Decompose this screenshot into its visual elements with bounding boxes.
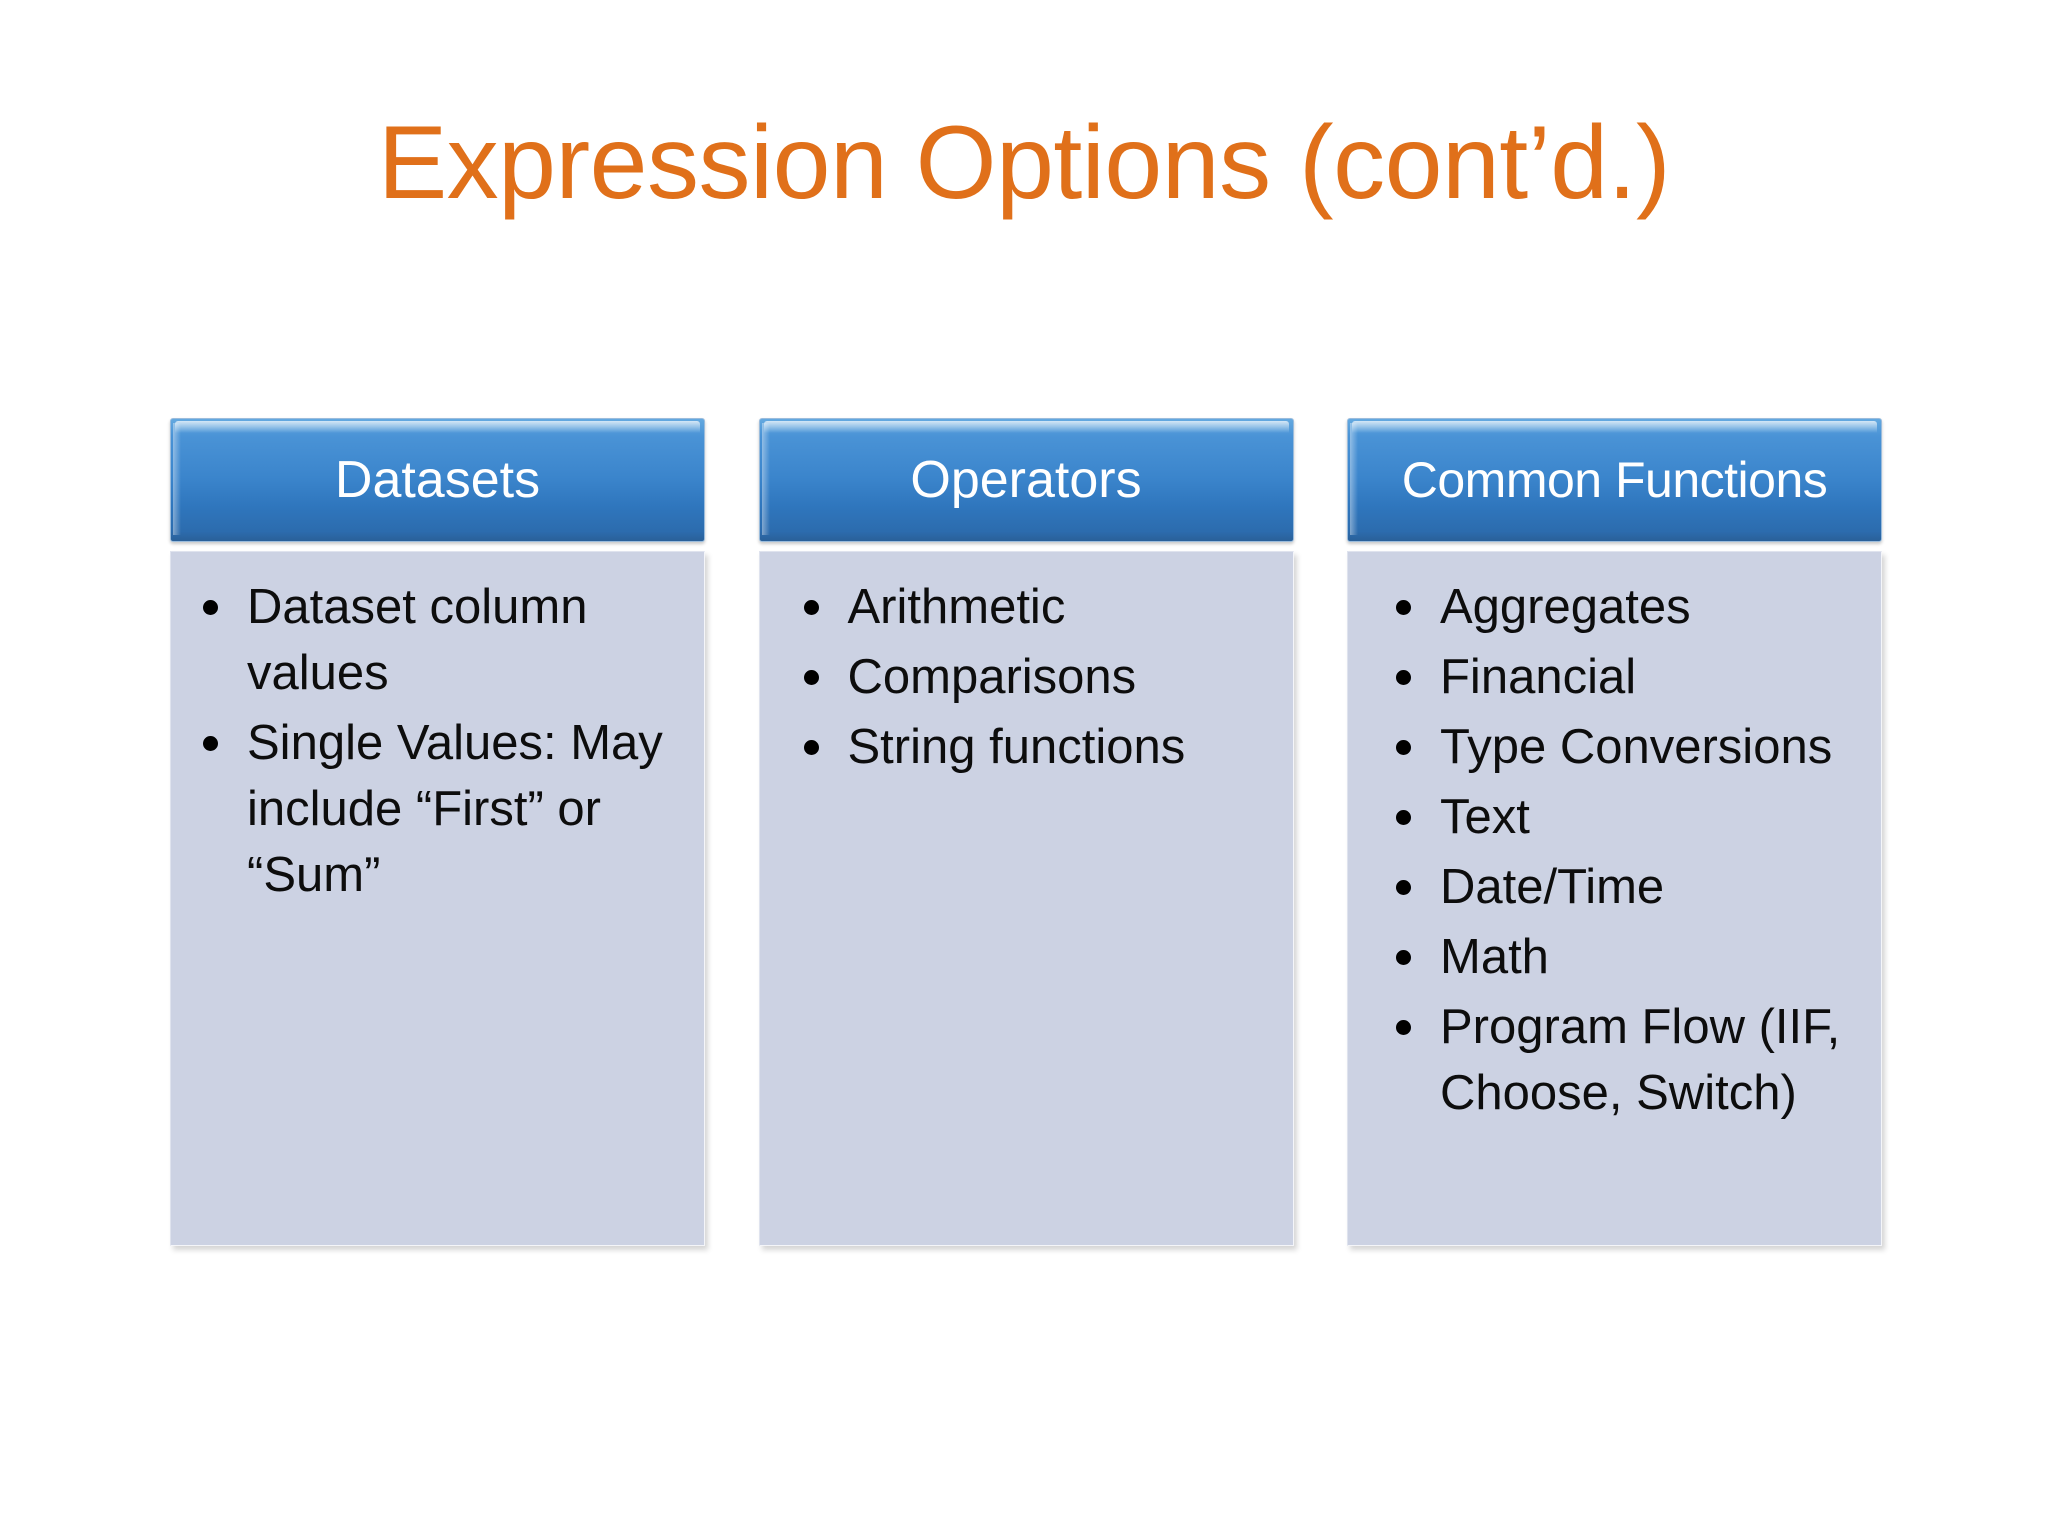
bullet-dot-icon [1396, 1020, 1411, 1035]
card-datasets[interactable]: Datasets Dataset column values Single Va… [170, 418, 705, 1246]
card-operators[interactable]: Operators Arithmetic Comparisons String … [758, 418, 1294, 1246]
list-item: Text [1378, 784, 1863, 850]
bullet-dot-icon [1396, 740, 1411, 755]
list-item-label: Aggregates [1440, 580, 1691, 634]
card-row: Datasets Dataset column values Single Va… [170, 418, 1882, 1246]
card-body-common-functions: Aggregates Financial Type Conversions Te… [1347, 551, 1882, 1246]
list-item: Arithmetic [786, 574, 1275, 640]
bullet-dot-icon [803, 740, 819, 755]
list-item-label: Financial [1440, 650, 1637, 704]
list-item-label: String functions [847, 720, 1186, 774]
card-body-operators: Arithmetic Comparisons String functions [758, 551, 1294, 1246]
list-item: Single Values: May include “First” or “S… [185, 710, 686, 908]
list-item-label: Comparisons [847, 650, 1137, 704]
card-header-operators[interactable]: Operators [758, 418, 1294, 542]
list-item: Financial [1378, 644, 1863, 710]
bullet-dot-icon [1396, 810, 1411, 825]
list-item-label: Text [1440, 790, 1530, 844]
bullet-dot-icon [803, 670, 819, 685]
list-item: Type Conversions [1378, 714, 1863, 780]
list-item: Dataset column values [185, 574, 686, 706]
bullet-dot-icon [203, 600, 218, 615]
bullet-dot-icon [1396, 670, 1411, 685]
card-header-common-functions[interactable]: Common Functions [1347, 418, 1882, 542]
list-item-label: Single Values: May include “First” or “S… [247, 716, 663, 902]
card-header-label: Datasets [334, 451, 541, 509]
card-header-label: Common Functions [1401, 452, 1828, 508]
list-item-label: Arithmetic [847, 580, 1066, 634]
card-common-functions[interactable]: Common Functions Aggregates Financial Ty… [1347, 418, 1882, 1246]
card-header-datasets[interactable]: Datasets [170, 418, 705, 542]
list-item: Aggregates [1378, 574, 1863, 640]
list-item: Date/Time [1378, 854, 1863, 920]
list-item: String functions [786, 714, 1275, 780]
list-item-label: Dataset column values [247, 580, 588, 700]
list-item-label: Date/Time [1440, 860, 1665, 914]
page-title: Expression Options (cont’d.) [377, 105, 1671, 221]
bullet-list: Aggregates Financial Type Conversions Te… [1378, 574, 1863, 1126]
bullet-list: Arithmetic Comparisons String functions [786, 574, 1275, 780]
list-item: Program Flow (IIF, Choose, Switch) [1378, 994, 1863, 1126]
bullet-dot-icon [1396, 880, 1411, 895]
list-item-label: Math [1440, 930, 1549, 984]
list-item-label: Program Flow (IIF, Choose, Switch) [1440, 1000, 1841, 1120]
bullet-dot-icon [1396, 600, 1411, 615]
bullet-dot-icon [203, 736, 218, 751]
bullet-list: Dataset column values Single Values: May… [185, 574, 686, 908]
list-item-label: Type Conversions [1440, 720, 1833, 774]
card-body-datasets: Dataset column values Single Values: May… [170, 551, 705, 1246]
bullet-dot-icon [803, 600, 819, 615]
card-header-label: Operators [910, 451, 1142, 509]
bullet-dot-icon [1396, 950, 1411, 965]
list-item: Comparisons [786, 644, 1275, 710]
list-item: Math [1378, 924, 1863, 990]
